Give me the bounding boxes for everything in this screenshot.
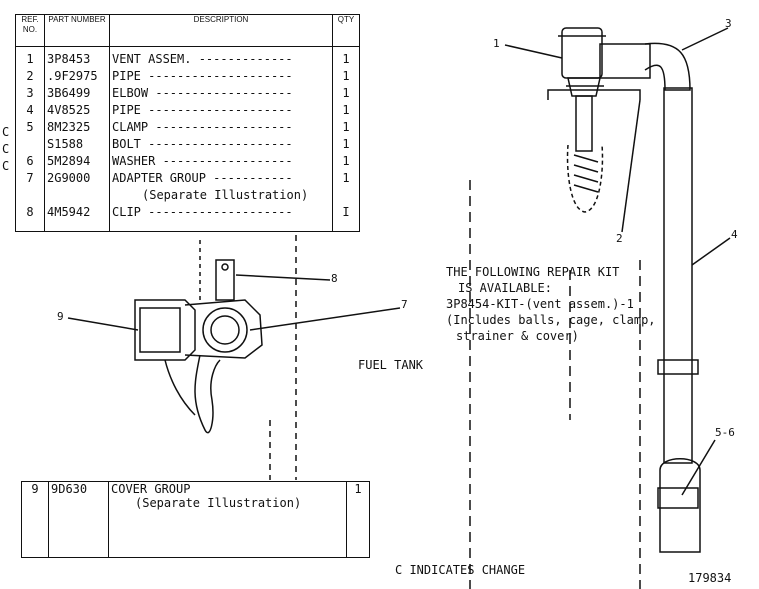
qty-column: 1 1 1 1 1 1 1 1 I xyxy=(332,46,360,232)
ref-column: 1 2 3 4 5 6 7 8 xyxy=(15,46,45,232)
row-description: VENT ASSEM. ------------- xyxy=(112,52,293,66)
repair-note-line: IS AVAILABLE: xyxy=(458,281,552,295)
cover-ref: 9 xyxy=(21,481,49,558)
row-part-number: 3P8453 xyxy=(47,52,91,66)
row-qty: 1 xyxy=(342,69,350,83)
cover-qty: 1 xyxy=(346,481,370,558)
row-qty: 1 xyxy=(342,171,350,185)
row-description: BOLT -------------------- xyxy=(112,137,293,151)
row-part-number: .9F2975 xyxy=(47,69,98,83)
row-ref: 1 xyxy=(26,52,34,66)
adapter-handle xyxy=(134,299,196,361)
cover-desc2: (Separate Illustration) xyxy=(135,496,302,510)
row-qty: I xyxy=(342,205,350,219)
col-qty-header: QTY xyxy=(332,14,360,47)
strainer xyxy=(566,144,604,213)
row-description: WASHER ------------------ xyxy=(112,154,293,168)
row-ref: 4 xyxy=(26,103,34,117)
callout-5-6: 5-6 xyxy=(715,426,735,439)
callout-4: 4 xyxy=(731,228,738,241)
row-part-number: 8M2325 xyxy=(47,120,91,134)
row-part-number: 4V8525 xyxy=(47,103,91,117)
change-note: C INDICATES CHANGE xyxy=(395,563,526,577)
row-qty: 1 xyxy=(342,154,350,168)
row-qty: 1 xyxy=(342,52,350,66)
row-part-number: 4M5942 xyxy=(47,205,91,219)
clip-shape xyxy=(215,259,235,301)
row-ref: 8 xyxy=(26,205,34,219)
row-description: CLIP -------------------- xyxy=(112,205,293,219)
adapter-ring xyxy=(202,307,248,353)
callout-3: 3 xyxy=(725,17,732,30)
elbow xyxy=(644,42,691,91)
cover-part: 9D630 xyxy=(48,481,109,558)
row-ref: 3 xyxy=(26,86,34,100)
pipe-short xyxy=(599,43,651,79)
row-part-number: 3B6499 xyxy=(47,86,91,100)
row-ref: 6 xyxy=(26,154,34,168)
repair-note-line: strainer & cover) xyxy=(456,329,579,343)
callout-1: 1 xyxy=(493,37,500,50)
callout-8: 8 xyxy=(331,272,338,285)
repair-kit-note: THE FOLLOWING REPAIR KIT IS AVAILABLE: 3P8… xyxy=(446,264,656,344)
row-qty: 1 xyxy=(342,120,350,134)
row-part-number: 2G9000 xyxy=(47,171,91,185)
row-qty: 1 xyxy=(342,103,350,117)
change-marker: C xyxy=(2,159,10,173)
row-description: ELBOW ------------------- xyxy=(112,86,293,100)
cover-desc-cell: COVER GROUP (Separate Illustration) xyxy=(108,481,347,558)
clamp-lower xyxy=(657,487,699,509)
figure-number: 179834 xyxy=(688,571,732,585)
row-ref: 5 xyxy=(26,120,34,134)
change-marker: C xyxy=(2,125,10,139)
row-qty: 1 xyxy=(342,137,350,151)
pipe-long xyxy=(663,87,693,464)
cover-table: 9 9D630 COVER GROUP (Separate Illustrati… xyxy=(21,481,370,558)
callout-2: 2 xyxy=(616,232,623,245)
row-part-number: 5M2894 xyxy=(47,154,91,168)
row-part-number: S1588 xyxy=(47,137,84,151)
cover-desc: COVER GROUP xyxy=(111,482,191,496)
col-desc-header: DESCRIPTION xyxy=(109,14,333,47)
col-ref-header: REF. NO. xyxy=(15,14,45,47)
callout-7: 7 xyxy=(401,298,408,311)
row-description: PIPE -------------------- xyxy=(112,69,293,83)
row-description: ADAPTER GROUP ----------- xyxy=(112,171,293,185)
row-qty: 1 xyxy=(342,86,350,100)
clamp-upper xyxy=(657,359,699,375)
change-marker: C xyxy=(2,142,10,156)
row-ref: 7 xyxy=(26,171,34,185)
row-description: PIPE -------------------- xyxy=(112,103,293,117)
repair-note-line: THE FOLLOWING REPAIR KIT xyxy=(446,265,620,279)
desc-column: VENT ASSEM. ------------- PIPE ----------… xyxy=(109,46,333,232)
row-description: CLAMP ------------------- xyxy=(112,120,293,134)
callout-9: 9 xyxy=(57,310,64,323)
row-ref: 2 xyxy=(26,69,34,83)
row-description-cont: (Separate Illustration) xyxy=(142,188,309,202)
repair-note-line: 3P8454-KIT-(vent assem.)-1 xyxy=(446,297,634,311)
fuel-tank-label: FUEL TANK xyxy=(358,358,424,372)
repair-note-line: (Includes balls, cage, clamp, xyxy=(446,313,656,327)
